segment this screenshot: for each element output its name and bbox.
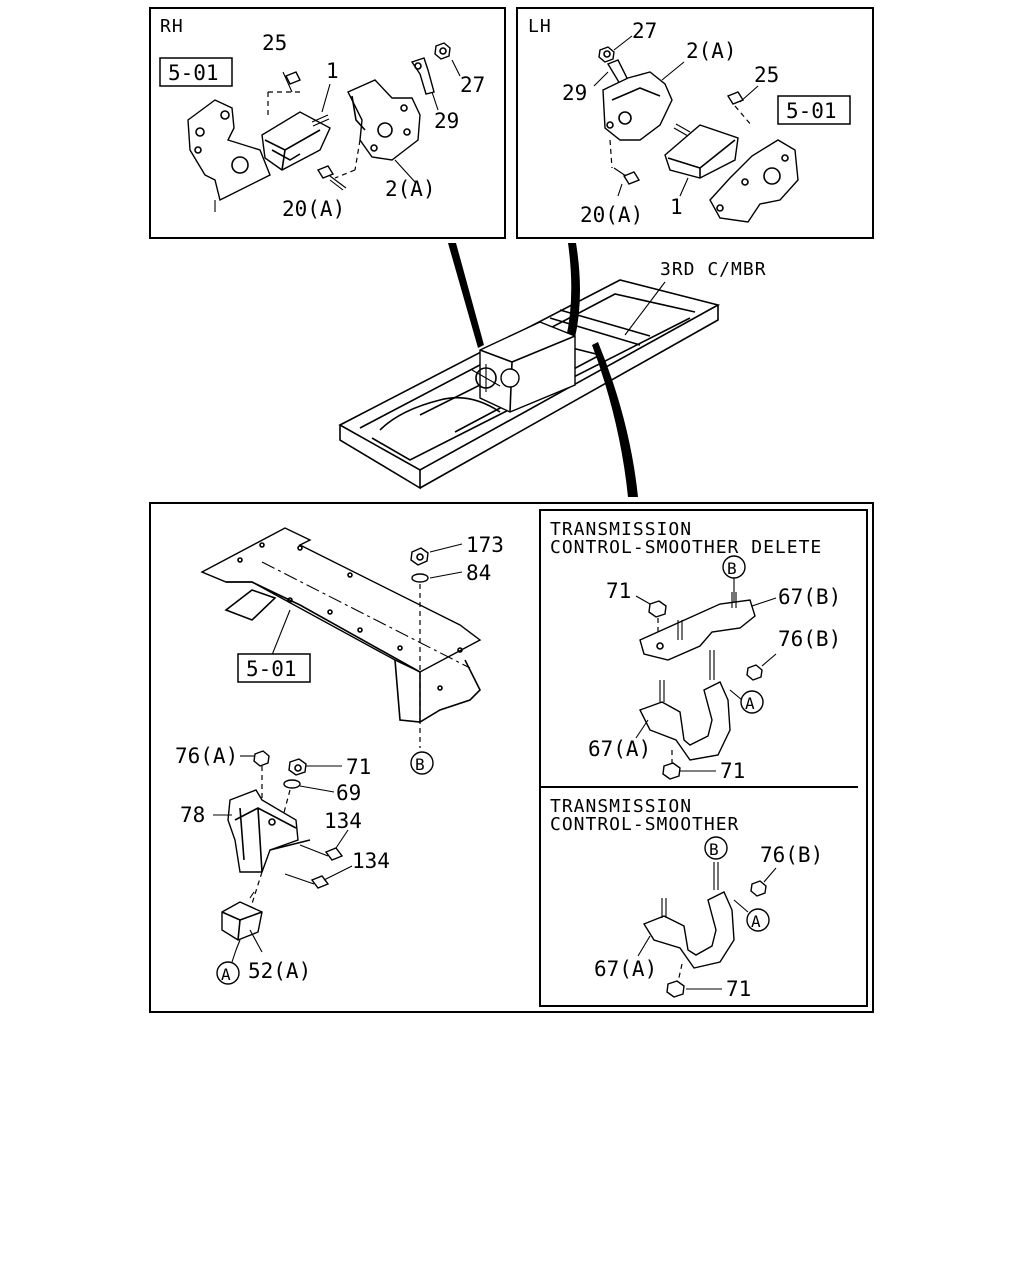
rh-mount-1: [261, 111, 331, 171]
lh-label-2a: 2(A): [686, 39, 737, 63]
smoother-label-76b: 76(B): [760, 843, 823, 867]
bottom-circle-a: [216, 961, 240, 985]
delete-title-line2: CONTROL-SMOOTHER DELETE: [550, 537, 822, 558]
label-52a: 52(A): [248, 959, 311, 983]
smoother-nut-71: [666, 980, 685, 998]
nut-71: [288, 758, 342, 776]
lh-panel: LH 27 29 2(A) 25: [516, 7, 874, 239]
smoother-title-line2: CONTROL-SMOOTHER: [550, 814, 739, 835]
lh-label-1: 1: [670, 195, 683, 219]
rh-panel-frame: [149, 7, 506, 239]
lh-panel-frame: [516, 7, 874, 239]
smoother-label-71: 71: [726, 977, 751, 1001]
label-76a: 76(A): [175, 744, 238, 768]
lh-label-20a: 20(A): [580, 203, 643, 227]
rh-leader-band: [448, 243, 484, 348]
label-69: 69: [336, 781, 361, 805]
rh-label-1: 1: [326, 59, 339, 83]
rh-ref-5-01-box: [159, 57, 233, 87]
rh-label-2a: 2(A): [385, 177, 436, 201]
rh-panel: RH 5-01 25 1: [149, 7, 506, 239]
delete-plate-67b: [639, 592, 777, 661]
smoother-box: TRANSMISSION CONTROL-SMOOTHER B 76(B) A …: [550, 796, 823, 1001]
smoother-label-67a: 67(A): [594, 957, 657, 981]
delete-circle-b-label: B: [727, 559, 737, 578]
bottom-panel-frame: [149, 502, 874, 1013]
lh-mount-1: [664, 123, 739, 197]
delete-title-line1: TRANSMISSION: [550, 519, 692, 540]
delete-label-76b: 76(B): [778, 627, 841, 651]
washer-69: [281, 779, 335, 821]
lh-leader-band: [548, 243, 580, 388]
bottom-panel: 5-01 173 84 B 76(A) 71: [149, 502, 874, 1013]
bracket-78: [227, 789, 311, 873]
label-71: 71: [346, 755, 371, 779]
label-134-lower: 134: [352, 849, 390, 873]
lh-bolt-25: [726, 85, 759, 127]
label-134-upper: 134: [324, 809, 362, 833]
crossmember-5-01: [200, 527, 482, 723]
bolt-76a: [240, 750, 270, 800]
rh-ref-5-01: 5-01: [168, 61, 219, 85]
rh-bolt-20a: [316, 165, 347, 191]
lh-label-25: 25: [754, 63, 779, 87]
label-84: 84: [466, 561, 491, 585]
lh-label-29: 29: [562, 81, 587, 105]
rh-nut-27: [434, 42, 461, 77]
bottom-circle-a-label: A: [221, 965, 231, 984]
washer-84: [411, 571, 463, 583]
delete-nut-71-lower: [662, 762, 681, 780]
rh-label-29: 29: [434, 109, 459, 133]
smoother-bolt-76b: [750, 880, 767, 897]
delete-label-67b: 67(B): [778, 585, 841, 609]
bottom-leader-band: [592, 342, 638, 497]
lh-nut-27: [598, 35, 633, 63]
bottom-ref-5-01: 5-01: [246, 657, 297, 681]
smoother-circle-b: [704, 836, 728, 860]
lh-ref-5-01-box: [777, 95, 851, 125]
bottom-circle-b-label: B: [415, 755, 425, 774]
rh-panel-title: RH: [160, 16, 184, 37]
rh-bracket-2a: [334, 79, 421, 179]
lh-ref-5-01: 5-01: [786, 99, 837, 123]
delete-label-71: 71: [606, 579, 631, 603]
rh-frame-bracket: [187, 99, 271, 212]
bolt-134-upper: [299, 829, 349, 861]
smoother-title-line1: TRANSMISSION: [550, 796, 692, 817]
bottom-ref-5-01-box: [237, 653, 311, 683]
delete-bolt-76b: [746, 664, 763, 681]
delete-bracket-67a: [635, 650, 743, 761]
lh-frame-bracket: [709, 139, 799, 223]
lh-label-27: 27: [632, 19, 657, 43]
rh-clip-29: [410, 57, 439, 111]
delete-label-67a: 67(A): [588, 737, 651, 761]
delete-circle-a: [740, 690, 764, 714]
third-crossmember-label: 3RD C/MBR: [660, 259, 767, 280]
delete-label-71-lower: 71: [720, 759, 745, 783]
mount-52a: [221, 871, 263, 963]
bottom-circle-b: [410, 751, 434, 775]
label-173: 173: [466, 533, 504, 557]
inner-boxes-frame: [539, 509, 868, 1007]
lh-bolt-20a: [613, 167, 641, 197]
smoother-bracket-67a: [637, 891, 749, 969]
nut-173: [410, 543, 463, 566]
rh-bolt-25: [267, 71, 301, 115]
rh-label-27: 27: [460, 73, 485, 97]
lh-panel-title: LH: [528, 16, 552, 37]
bolt-134-lower: [284, 865, 353, 889]
lh-bracket-2a: [602, 71, 673, 169]
rh-label-20a: 20(A): [282, 197, 345, 221]
label-78: 78: [180, 803, 205, 827]
chassis-overview: 3RD C/MBR: [338, 243, 767, 497]
smoother-circle-a: [746, 908, 770, 932]
rh-label-25: 25: [262, 31, 287, 55]
transmission-block: [471, 321, 576, 413]
smoother-circle-b-label: B: [709, 840, 719, 859]
delete-circle-a-label: A: [745, 694, 755, 713]
smoother-delete-box: TRANSMISSION CONTROL-SMOOTHER DELETE B 7…: [539, 509, 868, 1007]
delete-nut-71: [648, 600, 667, 618]
smoother-circle-a-label: A: [751, 912, 761, 931]
